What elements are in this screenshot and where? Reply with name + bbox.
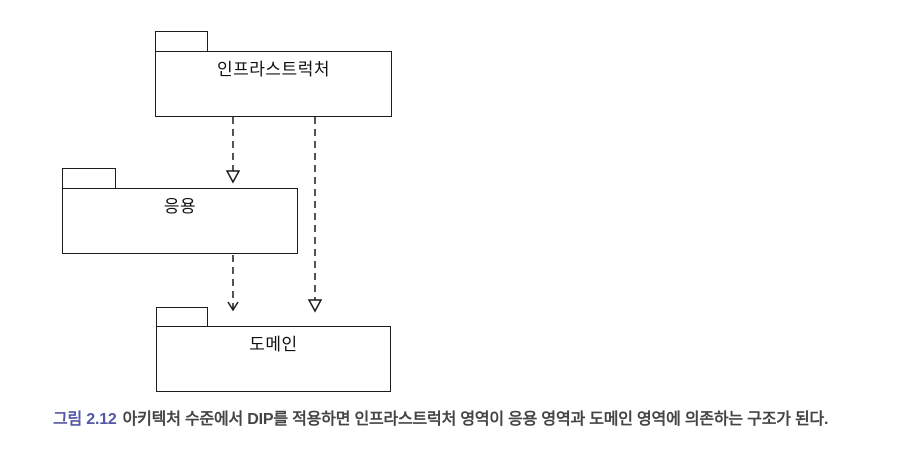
package-label-domain: 도메인 bbox=[249, 335, 298, 354]
package-tab-application bbox=[62, 168, 116, 188]
package-tab-domain bbox=[156, 307, 208, 326]
package-application: 응용 bbox=[62, 168, 298, 254]
figure-caption: 그림 2.12 아키텍처 수준에서 DIP를 적용하면 인프라스트럭처 영역이 응… bbox=[53, 409, 828, 431]
arrow-application-to-domain bbox=[227, 255, 239, 312]
package-label-application: 응용 bbox=[163, 197, 197, 216]
arrow-infrastructure-to-domain bbox=[307, 117, 323, 313]
package-body-infrastructure: 인프라스트럭처 bbox=[155, 51, 392, 117]
package-body-domain: 도메인 bbox=[156, 326, 391, 392]
package-domain: 도메인 bbox=[156, 307, 391, 392]
figure-caption-text: 아키텍처 수준에서 DIP를 적용하면 인프라스트럭처 영역이 응용 영역과 도… bbox=[122, 411, 829, 428]
package-tab-infrastructure bbox=[155, 31, 208, 51]
package-label-infrastructure: 인프라스트럭처 bbox=[217, 60, 330, 79]
package-infrastructure: 인프라스트럭처 bbox=[155, 31, 392, 117]
figure-number: 그림 2.12 bbox=[53, 411, 117, 428]
package-body-application: 응용 bbox=[62, 188, 298, 254]
